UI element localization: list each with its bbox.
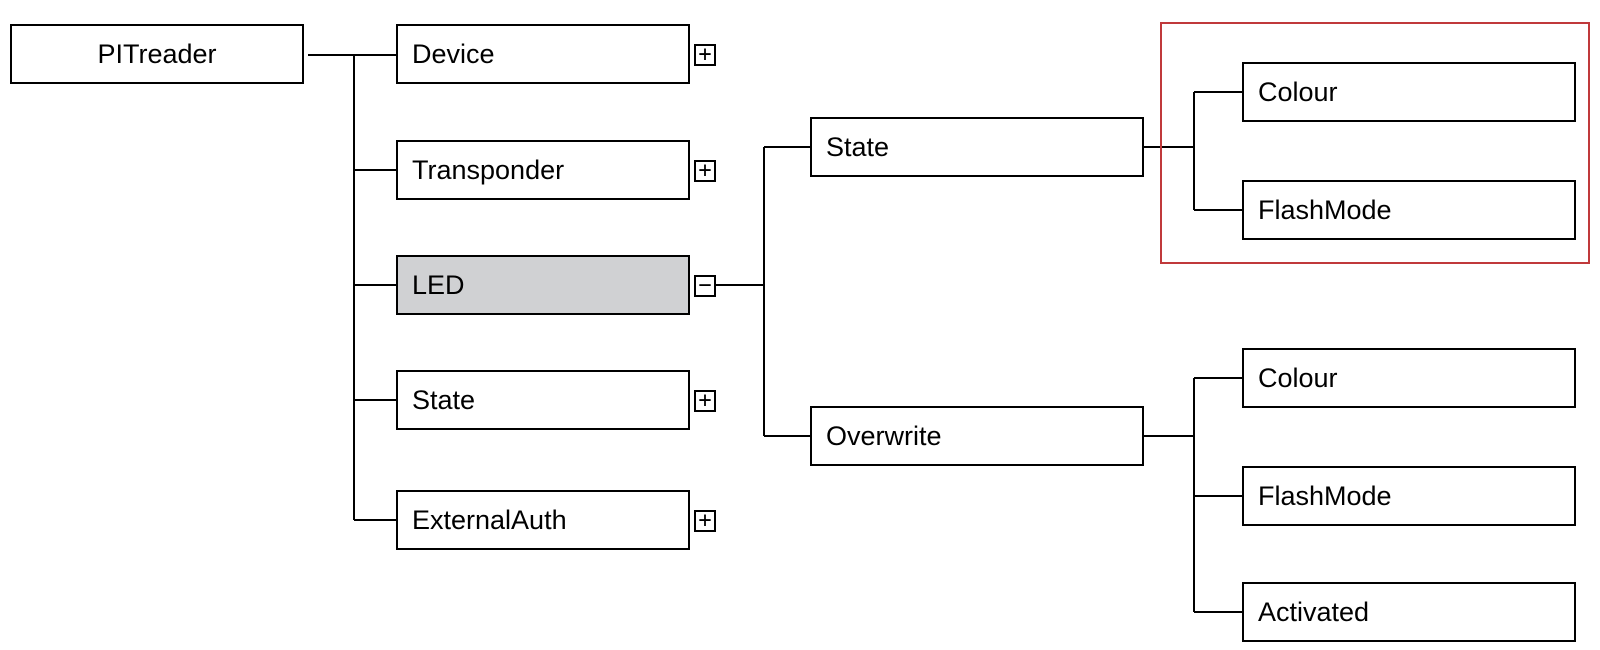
tree-node-pitreader[interactable]: PITreader <box>10 24 304 84</box>
tree-node-label: PITreader <box>97 38 217 69</box>
tree-node-overwrite-flashmode[interactable]: FlashMode <box>1242 466 1576 526</box>
tree-node-led-state[interactable]: State <box>810 117 1144 177</box>
tree-node-transponder[interactable]: Transponder <box>396 140 690 200</box>
tree-node-label: ExternalAuth <box>412 504 567 535</box>
tree-node-state[interactable]: State <box>396 370 690 430</box>
tree-node-overwrite-colour[interactable]: Colour <box>1242 348 1576 408</box>
expand-toggle-externalauth[interactable]: + <box>694 510 716 532</box>
tree-node-led[interactable]: LED <box>396 255 690 315</box>
tree-node-label: Device <box>412 38 495 69</box>
tree-node-label: Colour <box>1258 362 1338 393</box>
expand-toggle-transponder[interactable]: + <box>694 160 716 182</box>
tree-node-label: State <box>412 384 476 415</box>
tree-node-externalauth[interactable]: ExternalAuth <box>396 490 690 550</box>
tree-node-label: Overwrite <box>826 420 942 451</box>
tree-node-label: Activated <box>1258 596 1370 627</box>
highlight-frame <box>1160 22 1590 264</box>
tree-node-label: LED <box>412 269 465 300</box>
tree-node-label: FlashMode <box>1258 194 1392 225</box>
expand-toggle-device[interactable]: + <box>694 44 716 66</box>
tree-node-state-flashmode[interactable]: FlashMode <box>1242 180 1576 240</box>
tree-node-label: FlashMode <box>1258 480 1392 511</box>
tree-node-label: Colour <box>1258 76 1338 107</box>
tree-node-overwrite-activated[interactable]: Activated <box>1242 582 1576 642</box>
tree-node-label: State <box>826 131 890 162</box>
tree-node-label: Transponder <box>412 154 565 185</box>
tree-node-state-colour[interactable]: Colour <box>1242 62 1576 122</box>
collapse-toggle-led[interactable]: − <box>694 275 716 297</box>
expand-toggle-state[interactable]: + <box>694 390 716 412</box>
tree-node-device[interactable]: Device <box>396 24 690 84</box>
tree-node-led-overwrite[interactable]: Overwrite <box>810 406 1144 466</box>
